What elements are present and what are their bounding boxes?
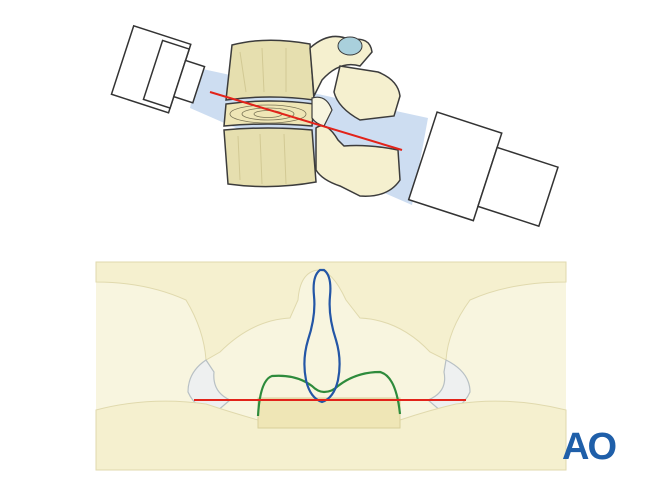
ap-disc-space bbox=[258, 398, 400, 428]
upper-vertebral-body bbox=[226, 40, 314, 100]
lower-vertebral-body bbox=[224, 128, 316, 187]
ao-logo: AO bbox=[562, 427, 630, 467]
pedicle bbox=[338, 37, 362, 55]
intervertebral-disc bbox=[224, 101, 314, 126]
ap-view bbox=[96, 262, 566, 470]
xray-detector-icon bbox=[409, 112, 563, 240]
lateral-view bbox=[111, 26, 562, 241]
posterior-elements bbox=[310, 36, 400, 196]
